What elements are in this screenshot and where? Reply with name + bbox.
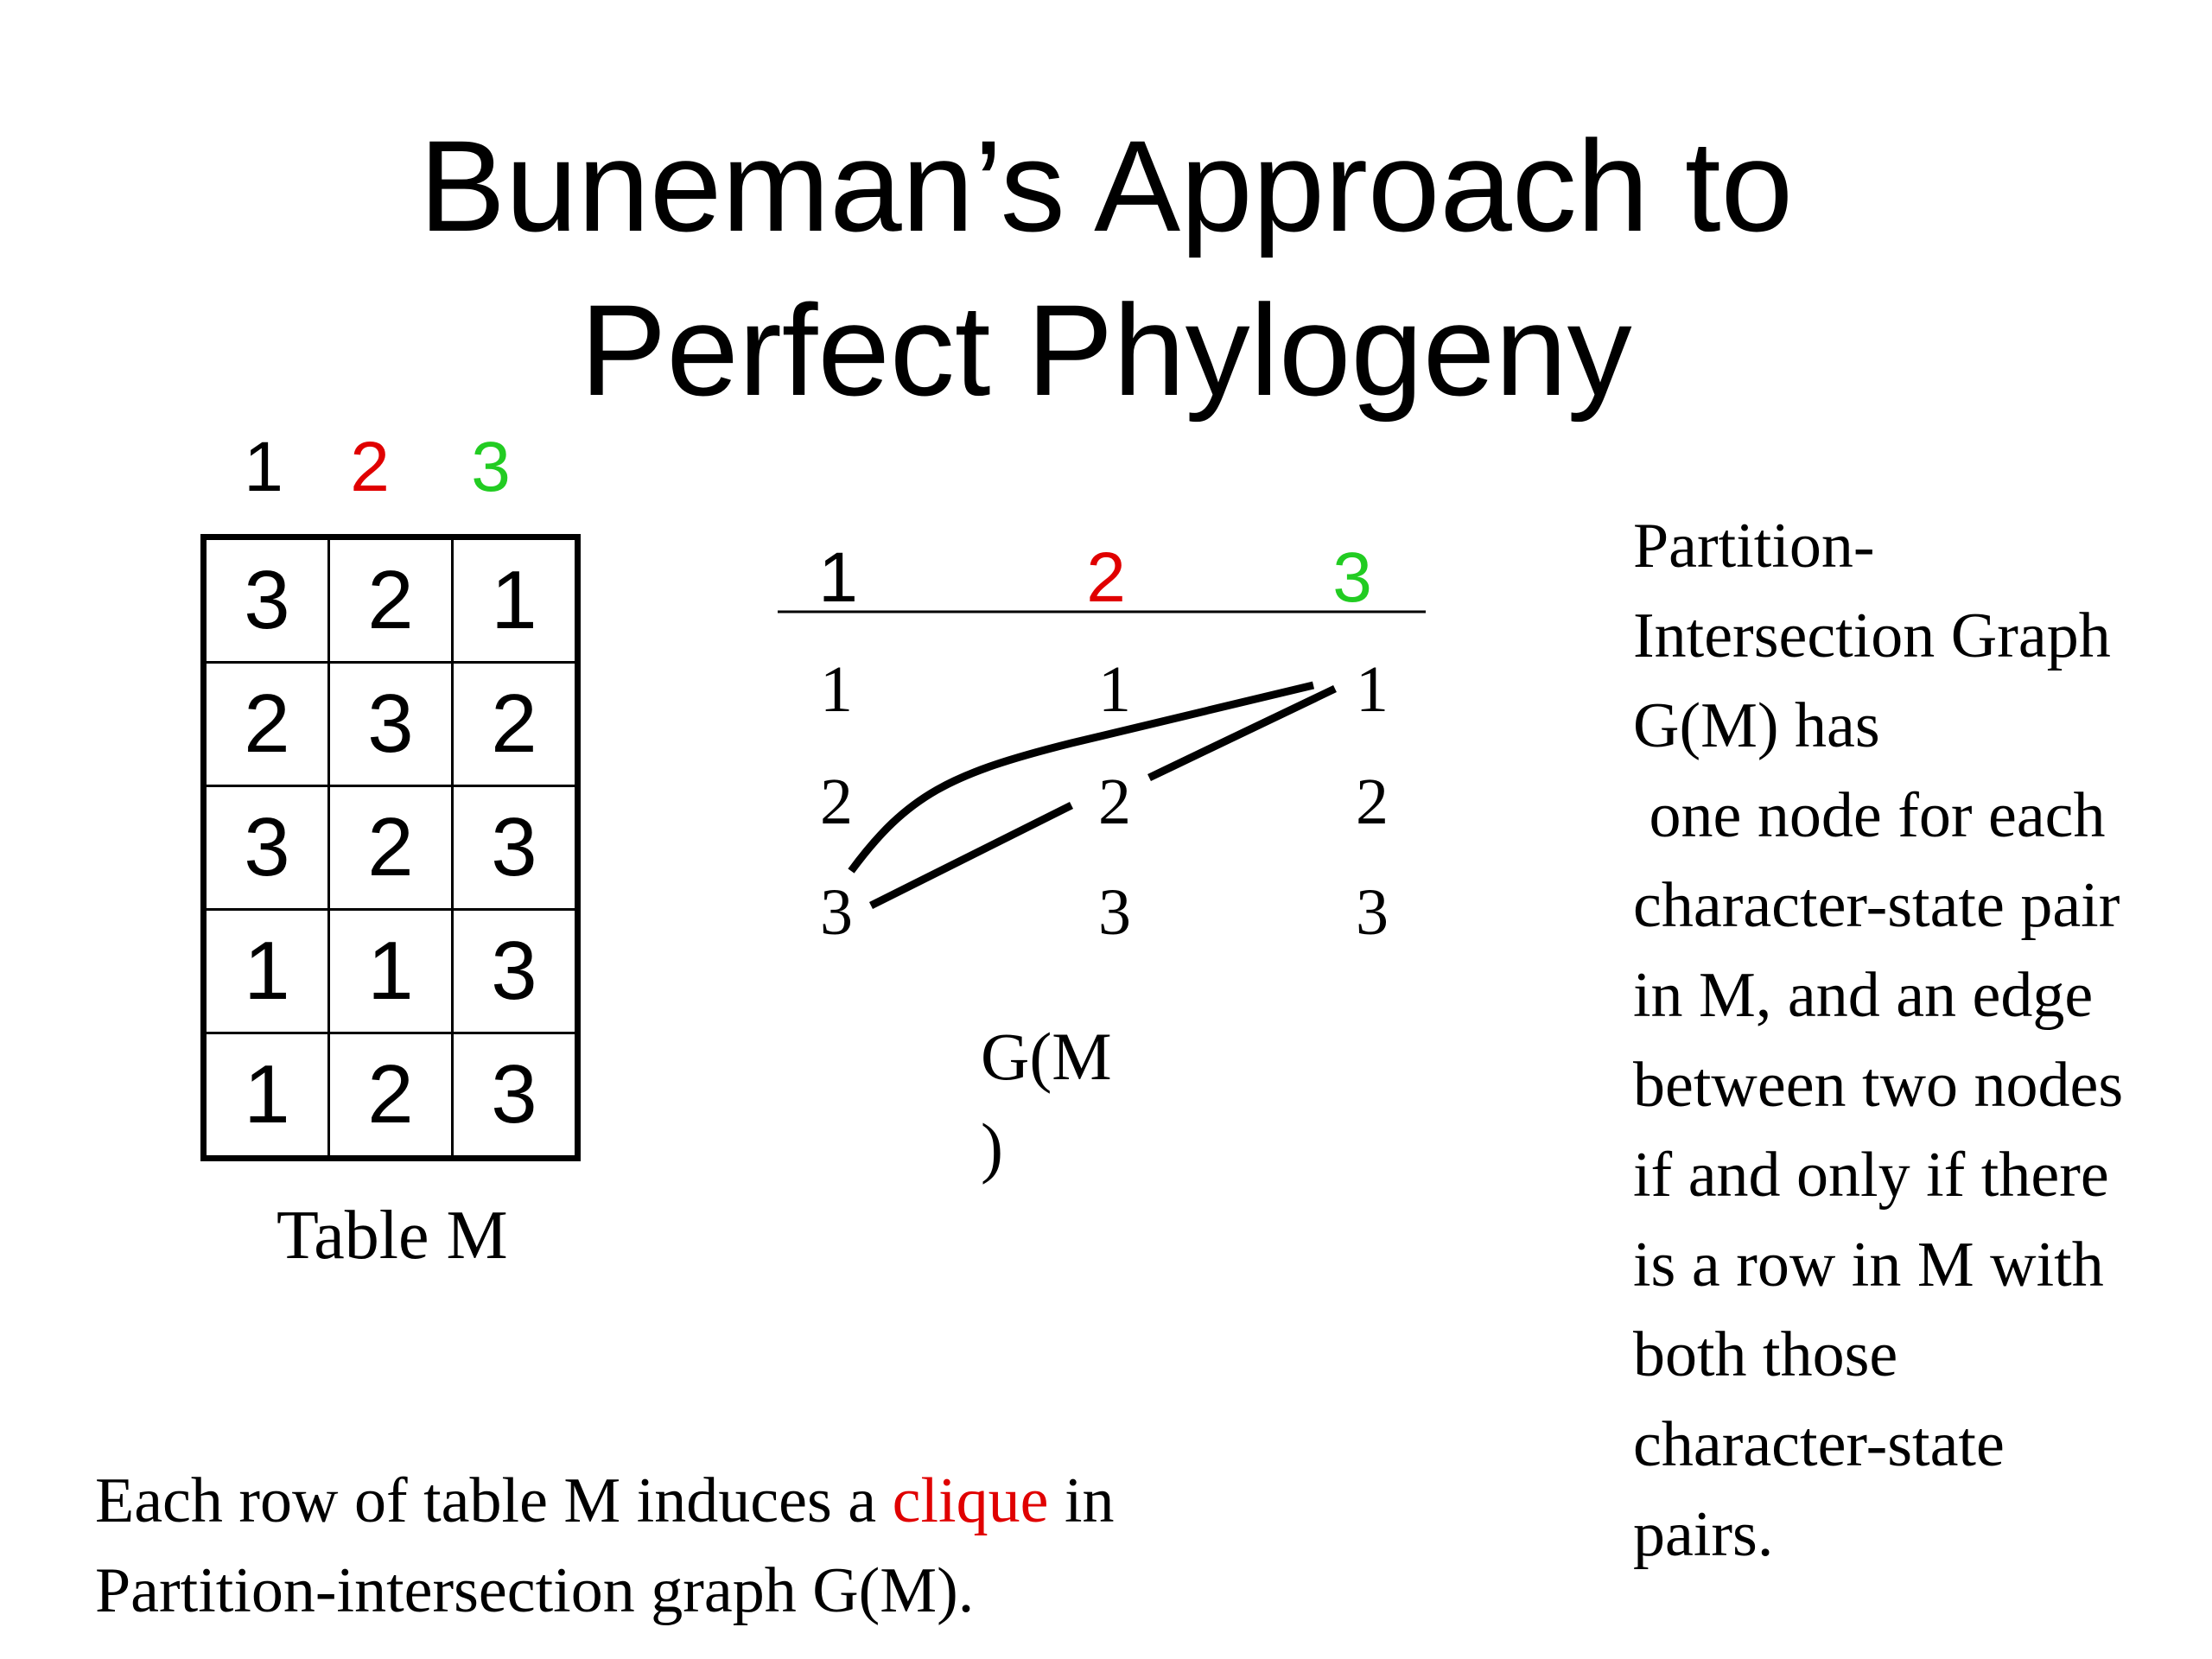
description-line: in M, and an edge <box>1633 960 2094 1031</box>
graph-header-2: 2 <box>1086 538 1126 617</box>
table-cell: 2 <box>327 1032 454 1160</box>
clique-highlight: clique <box>892 1465 1049 1536</box>
slide-title-line-1: Buneman’s Approach to <box>418 113 1793 258</box>
table-cell: 3 <box>202 785 330 911</box>
graph-caption-line-2: ) <box>981 1109 1003 1185</box>
table-cell: 2 <box>202 661 330 787</box>
graph-header-1: 1 <box>818 538 858 617</box>
graph-caption-line-1: G(M <box>981 1019 1112 1094</box>
table-cell: 2 <box>451 661 579 787</box>
table-cell: 3 <box>202 536 330 664</box>
table-cell: 1 <box>327 908 454 1034</box>
table-row: 1 1 3 <box>202 908 579 1034</box>
graph-node-3-2: 2 <box>1356 766 1389 838</box>
table-m: 3 2 1 2 3 2 3 2 3 1 1 3 1 2 3 <box>200 534 581 1161</box>
description-line: character-state pair <box>1633 870 2120 941</box>
table-m-header-2: 2 <box>350 428 390 506</box>
edge-1-3-to-3-1-via-2-2 <box>868 684 1337 910</box>
description-line: G(M) has <box>1633 690 1880 761</box>
bottom-text-line-1: Each row of table M induces a clique in <box>95 1456 1391 1546</box>
table-row: 3 2 1 <box>202 536 579 664</box>
bottom-text: Each row of table M induces a clique in … <box>95 1456 1391 1636</box>
description-line: pairs. <box>1633 1499 1774 1570</box>
table-cell: 2 <box>327 785 454 911</box>
edge-1-3-to-3-1 <box>848 681 1315 874</box>
table-m-header-1: 1 <box>244 428 283 506</box>
graph-node-3-3: 3 <box>1356 876 1389 949</box>
table-m-header-3: 3 <box>471 428 511 506</box>
table-row: 1 2 3 <box>202 1032 579 1160</box>
table-row: 2 3 2 <box>202 661 579 787</box>
graph-header-3: 3 <box>1332 538 1372 617</box>
bottom-text-after: in <box>1048 1465 1115 1536</box>
graph-node-2-1: 1 <box>1098 653 1131 726</box>
table-row: 3 2 3 <box>202 785 579 911</box>
slide-title-line-2: Perfect Phylogeny <box>580 277 1632 423</box>
description-line: both those <box>1633 1319 1898 1390</box>
table-cell: 2 <box>327 536 454 664</box>
bottom-text-line-2: Partition-intersection graph G(M). <box>95 1555 975 1626</box>
table-m-caption: Table M <box>276 1198 508 1274</box>
bottom-text-before: Each row of table M induces a <box>95 1465 893 1536</box>
description-text: Partition- Intersection Graph G(M) has o… <box>1633 501 2203 1580</box>
table-cell: 3 <box>451 1032 579 1160</box>
description-line: between two nodes <box>1633 1050 2124 1121</box>
description-line: one node for each <box>1633 780 2106 851</box>
graph-node-1-2: 2 <box>820 766 853 838</box>
graph-node-2-3: 3 <box>1098 876 1131 949</box>
table-cell: 3 <box>327 661 454 787</box>
description-line: if and only if there <box>1633 1140 2109 1211</box>
graph-node-1-3: 3 <box>820 876 853 949</box>
table-cell: 3 <box>451 908 579 1034</box>
description-line: is a row in M with <box>1633 1230 2104 1300</box>
table-cell: 1 <box>451 536 579 664</box>
description-line: Partition- <box>1633 511 1875 582</box>
graph-caption: G(M ) <box>981 1011 1154 1192</box>
table-cell: 1 <box>202 1032 330 1160</box>
graph-node-1-1: 1 <box>820 653 853 726</box>
graph-node-3-1: 1 <box>1356 653 1389 726</box>
description-line: character-state <box>1633 1409 2005 1480</box>
graph-node-2-2: 2 <box>1098 766 1131 838</box>
table-cell: 1 <box>202 908 330 1034</box>
description-line: Intersection Graph <box>1633 601 2111 671</box>
table-cell: 3 <box>451 785 579 911</box>
